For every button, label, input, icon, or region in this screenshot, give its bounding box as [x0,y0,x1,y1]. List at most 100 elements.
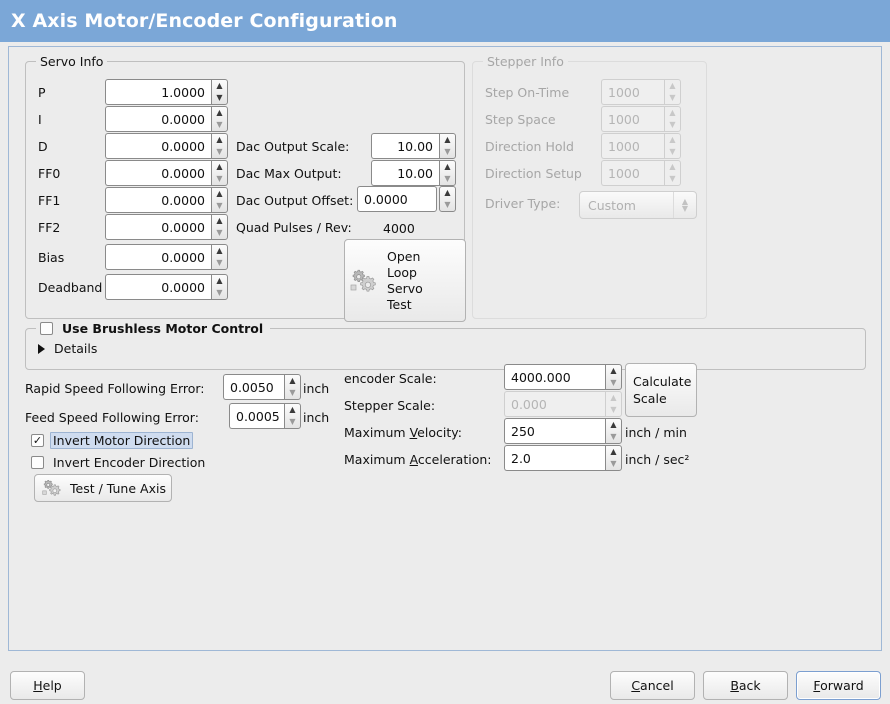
spin-up-icon[interactable]: ▲ [610,447,617,456]
spin-dac-max-output-buttons[interactable]: ▲▼ [439,160,456,186]
spin-direction-setup[interactable]: 1000 ▲ ▼ [601,160,681,186]
spin-step-on-time[interactable]: 1000 ▲▼ [601,79,681,105]
spin-down-icon[interactable]: ▼ [444,147,451,156]
spin-up-icon[interactable]: ▲ [216,189,223,198]
spin-up-icon[interactable]: ▲ [669,108,676,117]
spin-p-buttons[interactable]: ▲▼ [211,79,228,105]
checkbox-box[interactable]: ✓ [31,434,44,447]
forward-button[interactable]: Forward [796,671,881,700]
spin-down-icon[interactable]: ▼ [216,258,223,267]
spin-down-icon[interactable]: ▼ [610,405,617,414]
spin-down-icon[interactable]: ▼ [216,147,223,156]
spin-down-icon[interactable]: ▼ [216,93,223,102]
spin-ff0-buttons[interactable]: ▲▼ [211,160,228,186]
spin-bias-buttons[interactable]: ▲▼ [211,244,228,270]
chevron-right-icon[interactable] [38,343,45,354]
spin-deadband-value[interactable]: 0.0000 [105,274,211,300]
spin-encoder-scale[interactable]: 4000.000 ▲▼ [504,364,622,390]
spin-down-icon[interactable]: ▼ [216,288,223,297]
checkbox-box[interactable] [40,322,53,335]
details-expander[interactable]: Details [38,341,97,356]
spin-feed-following-error-value[interactable]: 0.0005 [229,403,284,429]
spin-up-icon[interactable]: ▲ [610,366,617,375]
spin-bias-value[interactable]: 0.0000 [105,244,211,270]
spin-up-icon[interactable]: ▲ [444,135,451,144]
spin-up-icon[interactable]: ▲ [444,188,451,197]
spin-direction-hold-value[interactable]: 1000 [601,133,664,159]
spin-step-space-value[interactable]: 1000 [601,106,664,132]
spin-up-icon[interactable]: ▲ [216,216,223,225]
spin-down-icon[interactable]: ▼ [444,174,451,183]
spin-up-icon[interactable]: ▲ [610,420,617,429]
spin-down-icon[interactable]: ▼ [216,174,223,183]
calculate-scale-button[interactable]: Calculate Scale [625,363,697,417]
spin-up-icon[interactable]: ▲ [669,162,676,171]
spin-down-icon[interactable]: ▼ [216,228,223,237]
spin-ff1[interactable]: 0.0000 ▲▼ [105,187,228,213]
checkbox-box[interactable] [31,456,44,469]
spin-dac-output-scale-buttons[interactable]: ▲▼ [439,133,456,159]
spin-down-icon[interactable]: ▼ [289,388,296,397]
spin-down-icon[interactable]: ▼ [610,432,617,441]
spin-ff0[interactable]: 0.0000 ▲▼ [105,160,228,186]
spin-up-icon[interactable]: ▲ [289,405,296,414]
spin-i[interactable]: 0.0000 ▲▼ [105,106,228,132]
spin-up-icon[interactable]: ▲ [216,276,223,285]
spin-direction-hold[interactable]: 1000 ▲▼ [601,133,681,159]
spin-i-value[interactable]: 0.0000 [105,106,211,132]
spin-maximum-acceleration-buttons[interactable]: ▲▼ [605,445,622,471]
spin-d[interactable]: 0.0000 ▲▼ [105,133,228,159]
spin-ff2-buttons[interactable]: ▲▼ [211,214,228,240]
spin-maximum-acceleration[interactable]: 2.0 ▲▼ [504,445,622,471]
help-button[interactable]: Help [10,671,85,700]
spin-step-on-time-value[interactable]: 1000 [601,79,664,105]
spin-rapid-following-error-buttons[interactable]: ▲▼ [284,374,301,400]
spin-p[interactable]: 1.0000 ▲▼ [105,79,228,105]
spin-dac-output-offset-value[interactable]: 0.0000 [357,186,437,212]
spin-step-space-buttons[interactable]: ▲▼ [664,106,681,132]
spin-down-icon[interactable]: ▼ [610,378,617,387]
spin-feed-speed-following-error[interactable]: 0.0005 ▲▼ [229,403,301,429]
spin-down-icon[interactable]: ▼ [444,200,451,209]
spin-up-icon[interactable]: ▲ [216,162,223,171]
spin-d-value[interactable]: 0.0000 [105,133,211,159]
spin-encoder-scale-value[interactable]: 4000.000 [504,364,605,390]
spin-step-on-time-buttons[interactable]: ▲▼ [664,79,681,105]
spin-ff2-value[interactable]: 0.0000 [105,214,211,240]
spin-rapid-following-error-value[interactable]: 0.0050 [223,374,284,400]
spin-up-icon[interactable]: ▲ [216,108,223,117]
spin-dac-output-offset[interactable]: 0.0000 ▲ ▼ [357,186,456,212]
use-brushless-motor-control-checkbox[interactable]: Use Brushless Motor Control [36,320,271,337]
spin-maximum-velocity-buttons[interactable]: ▲▼ [605,418,622,444]
invert-motor-direction-checkbox[interactable]: ✓ Invert Motor Direction [31,432,194,449]
spin-up-icon[interactable]: ▲ [216,81,223,90]
spin-d-buttons[interactable]: ▲▼ [211,133,228,159]
spin-i-buttons[interactable]: ▲▼ [211,106,228,132]
spin-ff1-buttons[interactable]: ▲▼ [211,187,228,213]
spin-step-space[interactable]: 1000 ▲▼ [601,106,681,132]
spin-up-icon[interactable]: ▲ [289,376,296,385]
spin-down-icon[interactable]: ▼ [289,417,296,426]
spin-encoder-scale-buttons[interactable]: ▲▼ [605,364,622,390]
spin-p-value[interactable]: 1.0000 [105,79,211,105]
spin-down-icon[interactable]: ▼ [669,120,676,129]
spin-dac-max-output[interactable]: 10.00 ▲▼ [371,160,456,186]
spin-ff2[interactable]: 0.0000 ▲▼ [105,214,228,240]
spin-direction-setup-value[interactable]: 1000 [601,160,664,186]
cancel-button[interactable]: Cancel [610,671,695,700]
spin-down-icon[interactable]: ▼ [669,174,676,183]
spin-stepper-scale[interactable]: 0.000 ▲▼ [504,391,622,417]
back-button[interactable]: Back [703,671,788,700]
open-loop-servo-test-button[interactable]: Open Loop Servo Test [344,239,466,322]
spin-maximum-acceleration-value[interactable]: 2.0 [504,445,605,471]
spin-down-icon[interactable]: ▼ [610,459,617,468]
driver-type-combobox[interactable]: Custom ▲▼ [579,191,697,219]
test-tune-axis-button[interactable]: Test / Tune Axis [34,474,172,502]
spin-deadband[interactable]: 0.0000 ▲ ▼ [105,274,228,300]
spin-feed-following-error-buttons[interactable]: ▲▼ [284,403,301,429]
spin-stepper-scale-value[interactable]: 0.000 [504,391,605,417]
spin-maximum-velocity[interactable]: 250 ▲▼ [504,418,622,444]
spin-maximum-velocity-value[interactable]: 250 [504,418,605,444]
spin-down-icon[interactable]: ▼ [669,93,676,102]
spin-ff1-value[interactable]: 0.0000 [105,187,211,213]
